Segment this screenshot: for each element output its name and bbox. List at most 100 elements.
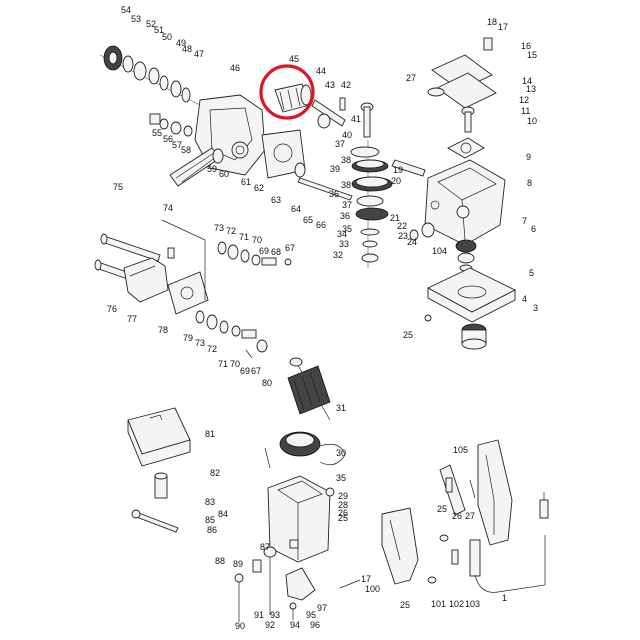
part-label-84: 84 <box>218 509 228 519</box>
part-label-34: 34 <box>337 229 347 239</box>
small-parts-upper-row <box>217 241 292 266</box>
part-label-80: 80 <box>262 378 272 388</box>
part-label-40: 40 <box>342 130 352 140</box>
part-label-44: 44 <box>316 66 326 76</box>
part-label-25: 25 <box>338 513 348 523</box>
part-label-39: 39 <box>330 164 340 174</box>
part-label-7: 7 <box>522 216 527 226</box>
part-label-37: 37 <box>335 139 345 149</box>
part-label-71: 71 <box>239 232 249 242</box>
part-label-77: 77 <box>127 314 137 324</box>
field-coil <box>279 431 346 466</box>
part-label-52: 52 <box>146 19 156 29</box>
part-label-85: 85 <box>205 515 215 525</box>
switch-parts <box>439 464 476 516</box>
part-label-68: 68 <box>271 247 281 257</box>
part-label-55: 55 <box>152 128 162 138</box>
part-label-75: 75 <box>113 182 123 192</box>
rear-handle <box>469 439 513 577</box>
part-label-53: 53 <box>131 14 141 24</box>
part-label-1: 1 <box>502 593 507 603</box>
part-label-26: 26 <box>338 508 348 518</box>
part-label-66: 66 <box>316 220 326 230</box>
part-label-36: 36 <box>340 211 350 221</box>
part-label-74: 74 <box>163 203 173 213</box>
part-label-13: 13 <box>526 84 536 94</box>
part-label-18: 18 <box>487 17 497 27</box>
part-label-81: 81 <box>205 429 215 439</box>
part-label-91: 91 <box>254 610 264 620</box>
part-label-10: 10 <box>527 116 537 126</box>
flange-plate <box>261 129 306 179</box>
part-label-32: 32 <box>333 250 343 260</box>
part-label-100: 100 <box>365 584 380 594</box>
part-label-20: 20 <box>391 176 401 186</box>
part-label-95: 95 <box>306 610 316 620</box>
crank-housing <box>409 159 506 246</box>
part-label-19: 19 <box>393 165 403 175</box>
part-label-86: 86 <box>207 525 217 535</box>
side-handle <box>381 507 459 585</box>
part-label-105: 105 <box>453 445 468 455</box>
part-label-64: 64 <box>291 204 301 214</box>
part-label-102: 102 <box>449 599 464 609</box>
part-label-21: 21 <box>390 213 400 223</box>
part-label-5: 5 <box>529 268 534 278</box>
part-label-76: 76 <box>107 304 117 314</box>
piston-parts <box>455 239 477 272</box>
part-label-58: 58 <box>181 145 191 155</box>
part-label-37: 37 <box>342 200 352 210</box>
part-label-70: 70 <box>230 359 240 369</box>
part-label-73: 73 <box>195 338 205 348</box>
part-label-104: 104 <box>432 246 447 256</box>
part-label-25: 25 <box>403 330 413 340</box>
part-label-30: 30 <box>336 448 346 458</box>
part-label-9: 9 <box>526 152 531 162</box>
top-cap-assembly <box>427 37 497 159</box>
handle-bolts <box>94 219 209 315</box>
power-cord <box>474 492 549 593</box>
armature <box>287 357 331 421</box>
part-label-70: 70 <box>252 235 262 245</box>
part-label-12: 12 <box>519 95 529 105</box>
crank-gear-stack <box>297 140 426 268</box>
part-label-79: 79 <box>183 333 193 343</box>
part-label-60: 60 <box>219 169 229 179</box>
part-label-25: 25 <box>437 504 447 514</box>
part-label-61: 61 <box>241 177 251 187</box>
part-label-4: 4 <box>522 294 527 304</box>
part-label-73: 73 <box>214 223 224 233</box>
part-label-50: 50 <box>162 32 172 42</box>
part-label-24: 24 <box>407 237 417 247</box>
part-label-6: 6 <box>531 224 536 234</box>
motor-housing <box>267 475 335 563</box>
part-label-69: 69 <box>240 366 250 376</box>
part-label-25: 25 <box>400 600 410 610</box>
part-label-72: 72 <box>226 226 236 236</box>
part-label-67: 67 <box>285 243 295 253</box>
part-label-89: 89 <box>233 559 243 569</box>
part-label-82: 82 <box>210 468 220 478</box>
highlight-circle-part-45 <box>259 64 315 120</box>
part-label-49: 49 <box>176 38 186 48</box>
part-label-72: 72 <box>207 344 217 354</box>
part-label-62: 62 <box>254 183 264 193</box>
part-label-96: 96 <box>310 620 320 630</box>
part-label-56: 56 <box>163 134 173 144</box>
part-label-92: 92 <box>265 620 275 630</box>
part-label-65: 65 <box>303 215 313 225</box>
part-label-14: 14 <box>522 76 532 86</box>
part-label-27: 27 <box>406 73 416 83</box>
part-label-93: 93 <box>270 610 280 620</box>
part-label-101: 101 <box>431 599 446 609</box>
part-label-97: 97 <box>317 603 327 613</box>
bottom-small-parts <box>234 546 437 622</box>
part-label-78: 78 <box>158 325 168 335</box>
part-label-31: 31 <box>336 403 346 413</box>
small-parts-lower-row <box>195 310 268 359</box>
part-label-17: 17 <box>361 574 371 584</box>
part-44-shaft <box>311 97 374 138</box>
part-label-8: 8 <box>527 178 532 188</box>
part-45-tool-holder <box>259 64 315 120</box>
